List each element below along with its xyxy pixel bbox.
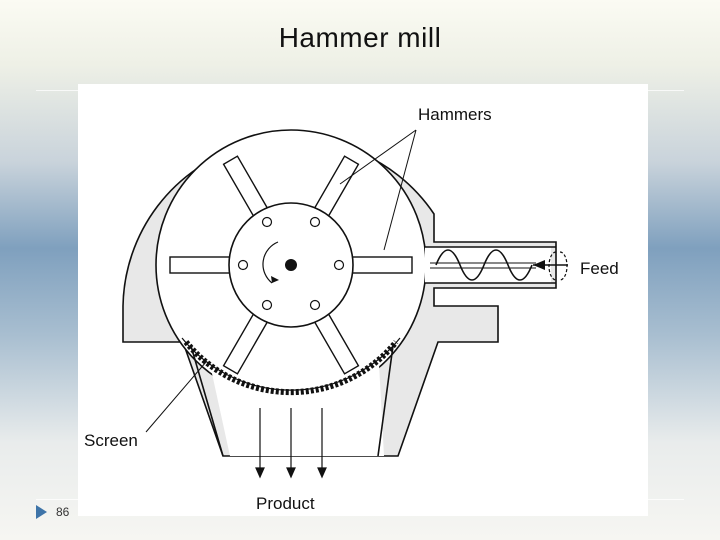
slide-number-marker-icon xyxy=(36,505,47,519)
feed-tube xyxy=(425,247,551,283)
product-outlet xyxy=(206,346,384,456)
product-label: Product xyxy=(256,494,315,513)
rotor-bolts xyxy=(237,216,345,311)
leader-lines xyxy=(145,129,417,433)
screen-label: Screen xyxy=(84,431,138,450)
shaft xyxy=(285,259,297,271)
rotation-arrow xyxy=(262,241,279,284)
slide-title: Hammer mill xyxy=(278,22,442,53)
hammer-mill-diagram: Hammers Feed Screen Product xyxy=(78,84,648,516)
feed-screw xyxy=(435,249,533,281)
slide-number: 86 xyxy=(56,505,70,519)
product-arrows xyxy=(255,408,327,479)
feed-label: Feed xyxy=(580,259,619,278)
hammers-label: Hammers xyxy=(418,105,492,124)
